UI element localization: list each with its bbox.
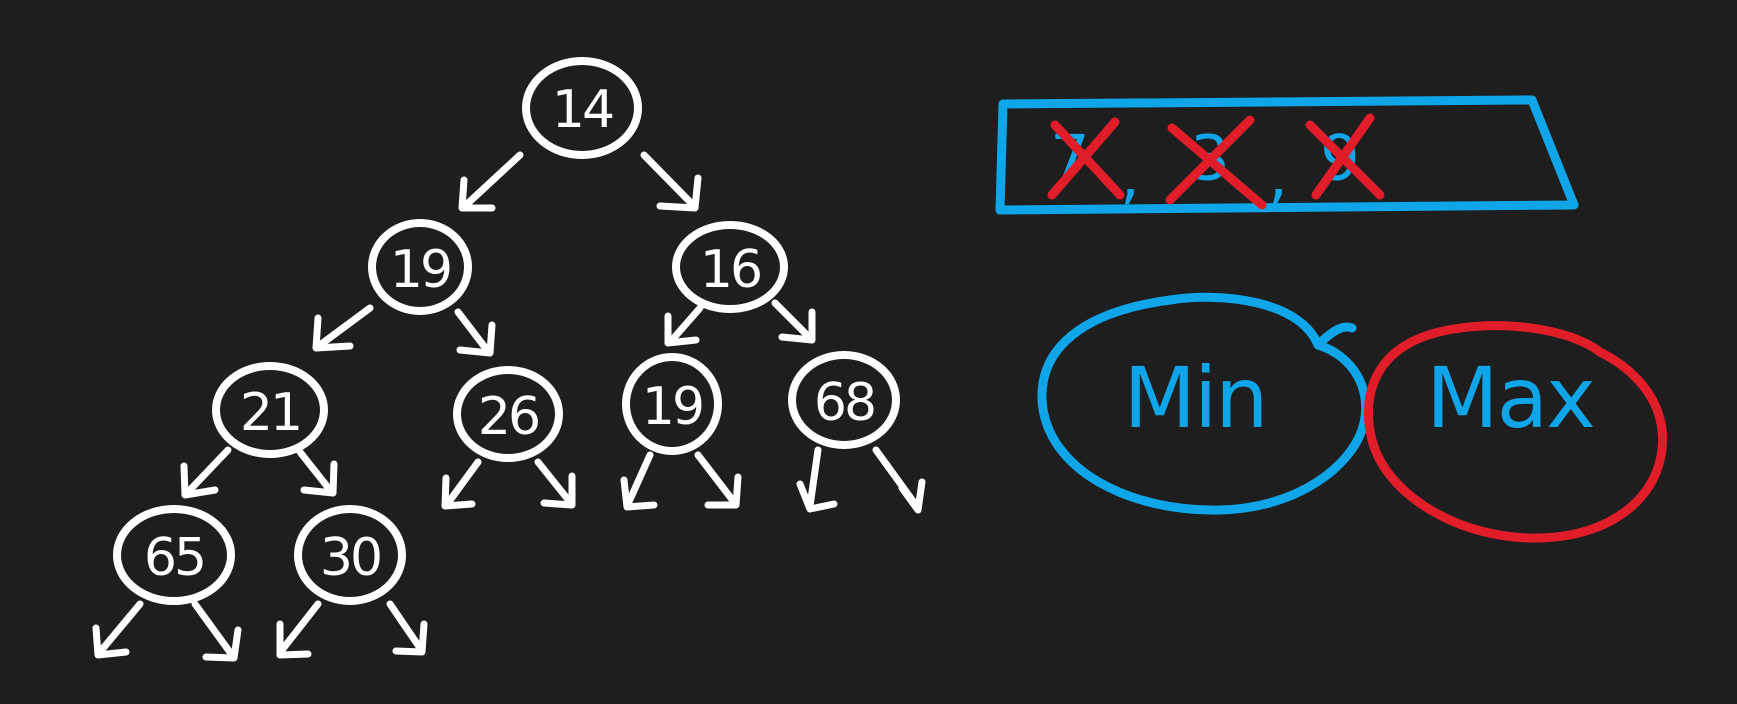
- arrow-root-left: [458, 151, 524, 212]
- tree-node-root: 14: [522, 57, 642, 159]
- tree-node-llr: 30: [294, 505, 406, 605]
- node-llr-value: 30: [320, 528, 380, 588]
- arrow-rr-right: [872, 446, 926, 514]
- max-heap-circle: Max: [1364, 321, 1667, 543]
- arrow-lll-right: [191, 600, 242, 662]
- array-box: 7 , 3 , 9: [995, 95, 1579, 215]
- arrow-llr-left: [276, 600, 322, 659]
- tree-node-rl: 19: [622, 353, 722, 455]
- tree-node-ll: 21: [212, 362, 328, 458]
- node-ll-value: 21: [240, 383, 300, 443]
- min-heap-label: Min: [1123, 349, 1266, 447]
- arrow-lr-left: [441, 458, 482, 510]
- node-l-value: 19: [390, 240, 450, 300]
- cross-out-mark-2: [1305, 113, 1385, 200]
- arrow-llr-right: [386, 600, 428, 656]
- cross-out-mark-1: [1165, 115, 1267, 210]
- tree-node-l: 19: [368, 219, 472, 315]
- arrow-ll-right: [296, 448, 338, 497]
- max-heap-label: Max: [1426, 349, 1594, 447]
- arrow-l-left: [312, 304, 374, 352]
- cross-out-mark-0: [1047, 117, 1125, 200]
- node-r-value: 16: [700, 240, 760, 300]
- tree-node-rr: 68: [788, 351, 900, 449]
- arrow-lr-right: [534, 458, 576, 509]
- arrow-l-right: [454, 308, 496, 357]
- arrow-r-right: [771, 299, 816, 344]
- node-rr-value: 68: [814, 373, 874, 433]
- arrow-lll-left: [92, 600, 144, 659]
- node-lll-value: 65: [144, 528, 204, 588]
- node-rl-value: 19: [642, 377, 702, 437]
- node-root-value: 14: [552, 80, 613, 140]
- arrow-r-left: [664, 304, 704, 347]
- arrow-ll-left: [180, 446, 232, 499]
- array-separator-0: ,: [1120, 139, 1140, 212]
- array-separator-1: ,: [1268, 139, 1288, 212]
- tree-node-r: 16: [672, 221, 788, 313]
- arrow-rl-left: [620, 451, 658, 511]
- node-lr-value: 26: [478, 387, 538, 447]
- tree-node-lll: 65: [113, 505, 235, 605]
- min-heap-circle: Min: [1037, 292, 1371, 515]
- arrow-rr-left: [796, 446, 838, 513]
- tree-node-lr: 26: [453, 366, 563, 462]
- arrow-rl-right: [694, 451, 742, 509]
- arrow-root-right: [640, 151, 702, 212]
